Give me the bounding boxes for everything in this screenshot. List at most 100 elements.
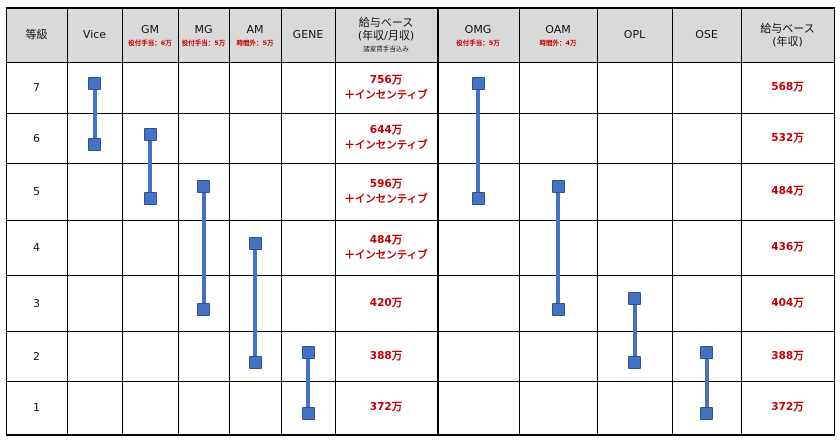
- range-marker-bottom-opl: [628, 355, 641, 369]
- range-marker-top-opl: [628, 292, 641, 306]
- header-cell-opl: OPL: [597, 7, 672, 62]
- salary-left-line: 756万: [369, 73, 403, 86]
- range-marker-bottom-am: [248, 355, 262, 369]
- grid-vline: [672, 7, 673, 435]
- grade-cell: 3: [33, 296, 40, 310]
- header-label: 給与ベース: [358, 16, 414, 29]
- grade-cell: 1: [33, 401, 40, 414]
- grid-vline: [597, 7, 598, 435]
- salary-left-line: ＋インセンティブ: [344, 88, 428, 101]
- salary-left-cell: 372万: [335, 381, 437, 434]
- range-bar-gm: [148, 134, 152, 199]
- salary-left-line: 420万: [369, 296, 403, 309]
- salary-right-cell: 532万: [771, 131, 804, 144]
- salary-right-cell: 388万: [771, 349, 804, 362]
- grid-vline: [229, 7, 230, 435]
- salary-left-line: 372万: [369, 401, 403, 413]
- header-cell-grade: 等級: [6, 7, 67, 62]
- range-marker-bottom-oam: [551, 303, 565, 317]
- salary-right-cell: 404万: [771, 296, 804, 309]
- range-marker-top-am: [248, 236, 262, 250]
- grid-vline: [335, 7, 336, 435]
- header-note: 時間外：4万: [539, 38, 577, 47]
- header-cell-vice: Vice: [67, 7, 122, 62]
- header-cell-salary-base: 給与ベース(年収/月収) 諸家賃手当込み: [335, 7, 437, 62]
- header-note: 役付手当：5万: [456, 38, 500, 47]
- grid-vline: [741, 7, 742, 435]
- range-marker-top-ose: [700, 345, 713, 359]
- header-cell-mg: MG 役付手当：5万: [178, 7, 229, 62]
- grid-vline: [6, 7, 7, 435]
- range-marker-bottom-vice: [88, 137, 101, 151]
- header-cell-oam: OAM 時間外：4万: [519, 7, 597, 62]
- header-sublabel: (年収): [772, 34, 803, 48]
- range-marker-top-gm: [143, 127, 157, 141]
- header-cell-gm: GM 役付手当：6万: [122, 7, 178, 62]
- header-note: 時間外：5万: [236, 38, 274, 47]
- header-note: 諸家賃手当込み: [363, 45, 409, 53]
- grid-vline: [122, 7, 123, 435]
- salary-left-cell: 596万 ＋インセンティブ: [335, 163, 437, 220]
- header-label: OPL: [623, 28, 646, 41]
- grade-cell: 4: [33, 241, 40, 254]
- header-note: 役付手当：6万: [128, 38, 172, 47]
- grid-hline: [6, 113, 835, 114]
- grade-cell: 2: [33, 349, 40, 363]
- range-bar-omg: [476, 83, 480, 199]
- range-bar-mg: [201, 186, 206, 310]
- salary-left-line: 388万: [369, 349, 403, 362]
- range-bar-gene: [306, 352, 310, 414]
- salary-left-line: ＋インセンティブ: [344, 192, 428, 205]
- grid-vline: [67, 7, 68, 435]
- header-sublabel: (年収/月収): [357, 29, 415, 42]
- range-bar-opl: [632, 298, 637, 362]
- grid-hline: [6, 381, 835, 382]
- grade-cell: 6: [33, 131, 40, 145]
- salary-left-cell: 644万＋インセンティブ: [335, 113, 437, 163]
- grid-hline: [6, 163, 835, 164]
- range-marker-top-mg: [197, 180, 210, 194]
- range-bar-vice: [92, 83, 97, 144]
- range-marker-top-vice: [88, 76, 101, 90]
- grade-cell: 7: [33, 81, 40, 94]
- range-bar-oam: [556, 186, 560, 310]
- grid-hline: [6, 331, 835, 332]
- range-marker-top-gene: [301, 345, 315, 359]
- grid-hline: [6, 220, 835, 221]
- header-cell-gene: GENE: [281, 7, 335, 62]
- header-label: MG: [194, 22, 213, 36]
- header-label: GM: [140, 22, 159, 36]
- grade-cell: 5: [33, 185, 40, 198]
- salary-left-cell: 756万 ＋インセンティブ: [335, 62, 437, 113]
- grid-vline: [519, 7, 520, 435]
- range-marker-top-omg: [471, 76, 485, 90]
- range-bar-am: [253, 243, 257, 362]
- grid-vline: [834, 7, 835, 435]
- header-label: OMG: [464, 22, 492, 36]
- salary-left-line: 484万: [369, 233, 403, 246]
- header-label: GENE: [292, 28, 324, 41]
- range-marker-bottom-ose: [700, 407, 713, 421]
- header-cell-ose: OSE: [672, 7, 741, 62]
- header-label: 給与ベース: [760, 21, 815, 35]
- salary-right-cell: 484万: [771, 185, 804, 197]
- grid-hline: [6, 7, 835, 9]
- header-label: OSE: [695, 28, 718, 41]
- header-cell-salary-base-annual: 給与ベース(年収): [741, 7, 834, 62]
- salary-left-line: 596万: [369, 177, 403, 190]
- header-label: Vice: [82, 28, 107, 41]
- header-note: 役付手当：5万: [181, 38, 226, 47]
- grid-vline: [178, 7, 179, 435]
- header-cell-omg: OMG 役付手当：5万: [437, 7, 519, 62]
- grid-vline: [437, 7, 439, 435]
- range-marker-bottom-mg: [197, 303, 210, 317]
- salary-left-line: ＋インセンティブ: [344, 139, 428, 151]
- salary-right-cell: 436万: [771, 241, 804, 253]
- range-marker-top-oam: [551, 180, 565, 194]
- range-marker-bottom-gene: [301, 407, 315, 421]
- grid-hline: [6, 434, 835, 436]
- salary-left-cell: 484万＋インセンティブ: [335, 220, 437, 275]
- header-label: OAM: [545, 22, 571, 36]
- range-bar-ose: [704, 352, 709, 414]
